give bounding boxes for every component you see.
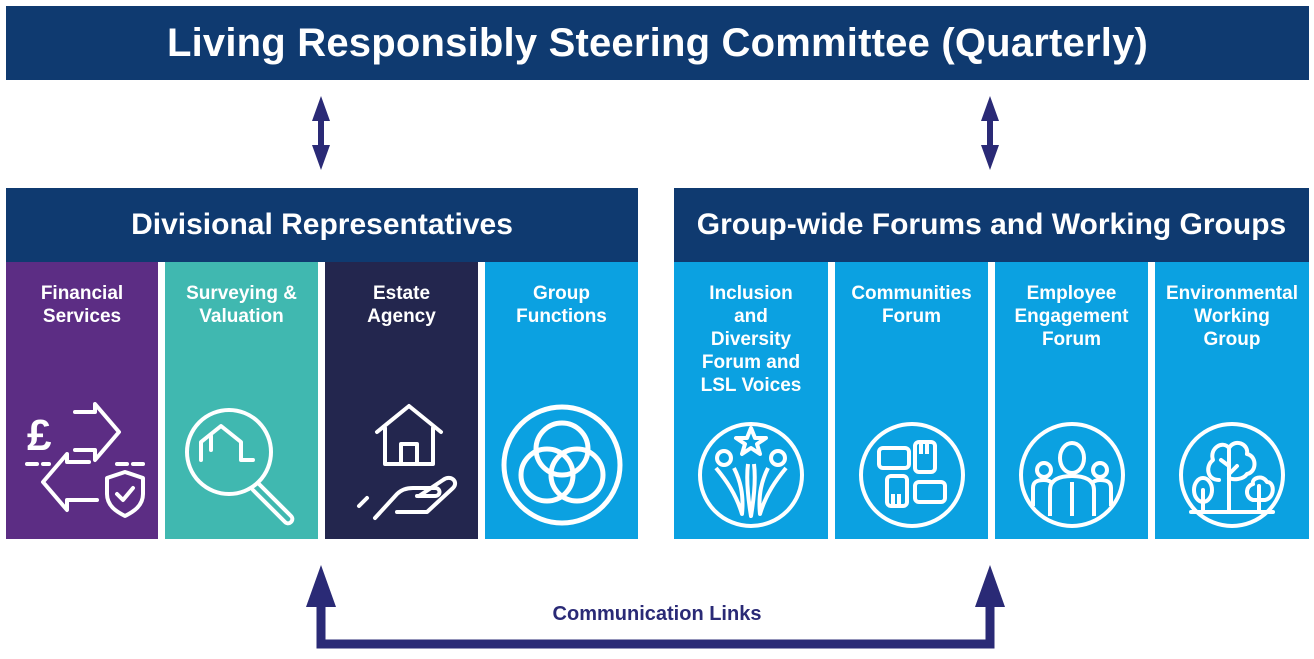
card-label: Estate Agency: [367, 283, 436, 327]
people-star-icon: [698, 422, 804, 528]
trees-icon: [1179, 422, 1285, 528]
card-label: Group Functions: [516, 283, 607, 327]
arrowhead-right-up: [975, 565, 1005, 607]
linked-hands-icon: [858, 422, 965, 528]
card-group-functions: Group Functions: [485, 262, 638, 539]
card-label: Communities Forum: [851, 283, 972, 327]
groupwide-title: Group-wide Forums and Working Groups: [674, 188, 1309, 262]
steering-committee-banner: Living Responsibly Steering Committee (Q…: [6, 6, 1309, 80]
double-arrow-left: [312, 96, 330, 170]
communication-links-label: Communication Links: [552, 603, 762, 625]
card-label: Inclusion and Diversity Forum and LSL Vo…: [700, 283, 802, 396]
card-employee-engagement: Employee Engagement Forum: [995, 262, 1148, 539]
arrowhead-left-up: [306, 565, 336, 607]
card-financial-services: Financial Services £: [6, 262, 158, 539]
card-estate-agency: Estate Agency: [325, 262, 478, 539]
currency-exchange-shield-icon: £: [25, 402, 145, 518]
double-arrow-right: [981, 96, 999, 170]
card-communities-forum: Communities Forum: [835, 262, 988, 539]
card-surveying-valuation: Surveying & Valuation: [165, 262, 318, 539]
interlocking-circles-icon: [501, 404, 622, 526]
divisional-title: Divisional Representatives: [6, 188, 638, 262]
communication-link-arrow: [316, 606, 995, 649]
card-label: Financial Services: [40, 283, 124, 327]
svg-text:£: £: [27, 411, 52, 460]
team-people-icon: [1018, 422, 1125, 528]
card-label: Surveying & Valuation: [186, 283, 297, 327]
card-environmental-working-group: Environmental Working Group: [1155, 262, 1309, 539]
card-inclusion-diversity: Inclusion and Diversity Forum and LSL Vo…: [674, 262, 828, 539]
card-label: Employee Engagement Forum: [1014, 283, 1129, 350]
house-in-hand-icon: [356, 404, 457, 520]
magnifier-house-icon: [184, 408, 294, 526]
card-label: Environmental Working Group: [1166, 283, 1298, 350]
